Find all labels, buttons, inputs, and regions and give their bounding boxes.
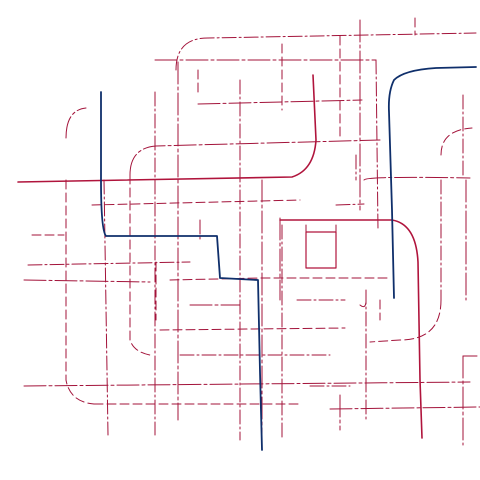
grid-street-26: [91, 199, 301, 206]
dashed-street-grid: [23, 17, 480, 446]
grid-street-28: [363, 176, 471, 181]
grid-street-41: [359, 299, 367, 308]
highlighted-routes: [17, 66, 477, 451]
grid-street-25: [197, 99, 363, 105]
grid-street-7: [129, 139, 381, 176]
grid-street-37: [23, 381, 471, 387]
secondary-route-east-loop: [279, 219, 423, 439]
grid-street-8: [129, 174, 151, 356]
grid-street-6: [103, 179, 109, 436]
primary-route-west: [100, 91, 263, 451]
grid-street-3: [375, 59, 379, 231]
grid-street-44: [369, 299, 442, 343]
grid-street-0: [175, 32, 477, 71]
primary-route-east: [387, 66, 477, 299]
grid-street-23: [440, 127, 473, 156]
secondary-route-box: [305, 231, 337, 269]
secondary-route-west-east: [17, 74, 317, 183]
grid-street-35: [159, 327, 346, 331]
grid-street-27: [335, 203, 365, 206]
grid-street-32: [169, 277, 391, 281]
grid-street-5: [65, 179, 95, 405]
grid-street-4: [65, 107, 87, 139]
grid-street-40: [329, 406, 480, 410]
grid-street-30: [27, 261, 191, 266]
grid-street-31: [23, 279, 151, 283]
